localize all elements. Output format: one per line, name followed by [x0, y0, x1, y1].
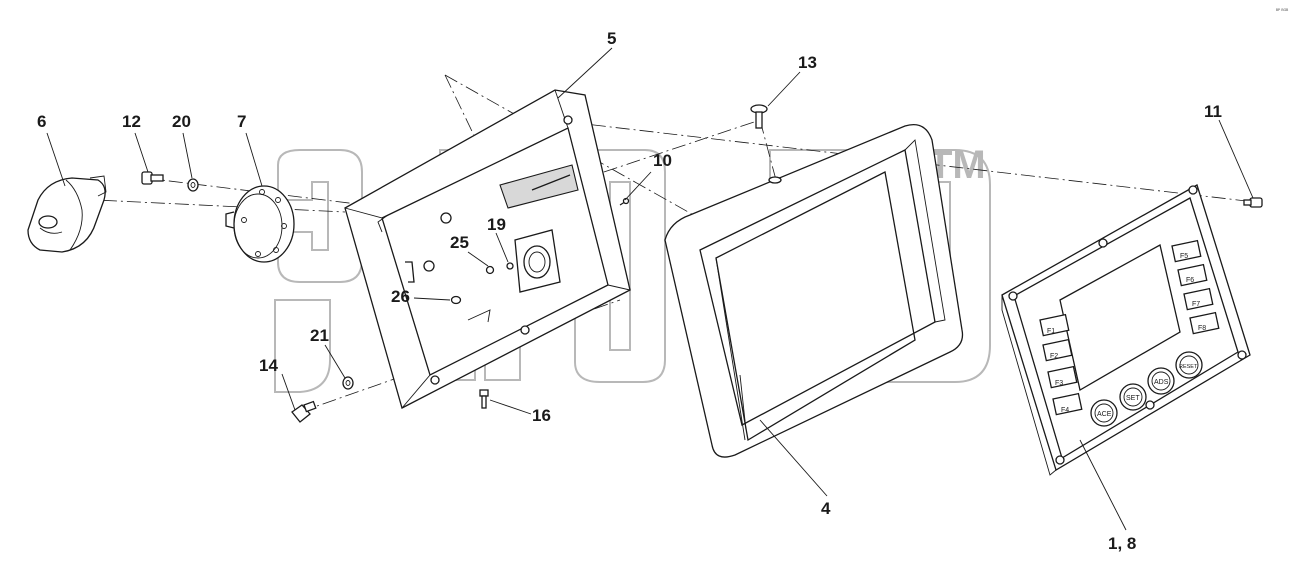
part-12-bolt — [141, 171, 164, 185]
key-f8 — [1189, 311, 1220, 335]
callout-numbers: 6 12 20 7 5 13 10 11 19 25 26 21 14 16 4… — [37, 29, 1222, 553]
callout-12: 12 — [122, 112, 141, 131]
key-f1 — [1039, 313, 1070, 337]
part-20-washer — [187, 178, 199, 192]
callout-11: 11 — [1204, 102, 1222, 121]
key-f7 — [1183, 287, 1214, 311]
part-6-mounting-clamp — [27, 175, 107, 253]
button-ads-label: ADS — [1154, 379, 1169, 386]
callout-25: 25 — [450, 233, 469, 252]
key-f5 — [1171, 239, 1202, 263]
panel-right-keys: F5 F6 F7 F8 — [1171, 239, 1220, 335]
key-f3 — [1047, 365, 1078, 389]
callout-5: 5 — [607, 29, 616, 48]
part-21-washer — [342, 376, 354, 390]
panel-screen — [1059, 244, 1181, 392]
callout-10: 10 — [653, 151, 672, 170]
callout-1-8: 1, 8 — [1108, 534, 1136, 553]
corner-mark: ᴮᴾ ᴮᴳᴮ — [1276, 8, 1288, 14]
part-13-screw — [750, 104, 768, 129]
key-f6-label: F6 — [1186, 277, 1194, 284]
key-f1-label: F1 — [1047, 328, 1055, 335]
callout-13: 13 — [798, 53, 817, 72]
part-4-display-bezel — [664, 123, 964, 458]
panel-round-buttons: ACE SET ADS RESET — [1090, 351, 1203, 427]
key-f6 — [1177, 263, 1208, 287]
callout-16: 16 — [532, 406, 551, 425]
part-16-screw — [479, 389, 489, 409]
part-19-nut — [506, 262, 514, 270]
part-14-bolt — [291, 400, 317, 423]
key-f2-label: F2 — [1050, 353, 1058, 360]
key-f2 — [1042, 338, 1073, 362]
callout-21: 21 — [310, 326, 329, 345]
callout-19: 19 — [487, 215, 506, 234]
callout-7: 7 — [237, 112, 246, 131]
part-5-mounting-frame — [344, 89, 631, 409]
callout-4: 4 — [821, 499, 831, 518]
key-f8-label: F8 — [1198, 325, 1206, 332]
leader-lines — [46, 47, 1254, 531]
key-f5-label: F5 — [1180, 253, 1188, 260]
key-f7-label: F7 — [1192, 301, 1200, 308]
part-26-nut — [450, 295, 462, 305]
callout-20: 20 — [172, 112, 191, 131]
button-reset-label: RESET — [1179, 364, 1198, 370]
part-25-nut — [485, 265, 495, 275]
button-ace-label: ACE — [1097, 411, 1112, 418]
callout-6: 6 — [37, 112, 46, 131]
panel-left-keys: F1 F2 F3 F4 — [1039, 313, 1083, 416]
part-7-round-plate — [225, 185, 295, 263]
part-11-screw — [1243, 197, 1263, 208]
callout-14: 14 — [259, 356, 278, 375]
key-f4 — [1052, 392, 1083, 416]
button-set-label: SET — [1126, 395, 1140, 402]
key-f3-label: F3 — [1055, 380, 1063, 387]
part-10-screw — [619, 197, 630, 206]
callout-26: 26 — [391, 287, 410, 306]
key-f4-label: F4 — [1061, 407, 1069, 414]
